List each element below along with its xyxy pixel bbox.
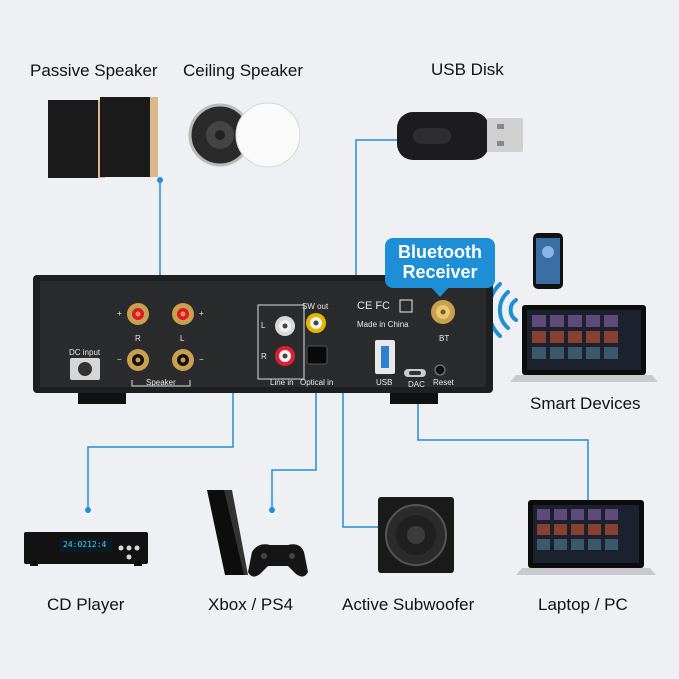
panel-made-in: Made in China — [357, 320, 409, 329]
label-cd-player: CD Player — [47, 595, 125, 614]
panel-ch-l: L — [180, 334, 185, 343]
callout-line2: Receiver — [402, 262, 478, 282]
label-usb-disk: USB Disk — [431, 60, 504, 79]
panel-plus-1: + — [117, 309, 122, 318]
phone-icon — [533, 233, 563, 289]
label-laptop: Laptop / PC — [538, 595, 628, 614]
line-console — [271, 362, 317, 510]
panel-optical-in: Optical in — [300, 378, 334, 387]
laptop-pc-icon — [516, 500, 656, 575]
panel-ch-r: R — [135, 334, 141, 343]
panel-line-r: R — [261, 352, 267, 361]
panel-line-in: Line in — [270, 378, 294, 387]
usb-disk-icon — [397, 112, 523, 160]
smart-devices-laptop-icon — [510, 305, 658, 382]
label-passive-speaker: Passive Speaker — [30, 61, 158, 80]
ceiling-speaker-icon — [188, 102, 301, 168]
panel-reset: Reset — [433, 378, 454, 387]
cd-display: 24:0212:4 — [63, 540, 107, 549]
panel-dc-input: DC input — [69, 348, 101, 357]
amplifier-panel — [33, 275, 493, 404]
panel-minus-1: − — [117, 355, 122, 364]
label-smart-devices: Smart Devices — [530, 394, 641, 413]
panel-bt: BT — [439, 334, 450, 343]
panel-sw-out: SW out — [302, 302, 329, 311]
ps4-console-icon — [207, 490, 308, 577]
label-console: Xbox / PS4 — [208, 595, 294, 614]
label-subwoofer: Active Subwoofer — [342, 595, 475, 614]
line-laptop — [417, 385, 589, 505]
bluetooth-receiver-callout: Bluetooth Receiver — [385, 238, 495, 297]
panel-speaker: Speaker — [146, 378, 176, 387]
cd-player-icon — [24, 532, 148, 566]
callout-line1: Bluetooth — [398, 242, 482, 262]
panel-dac: DAC — [408, 380, 425, 389]
label-ceiling-speaker: Ceiling Speaker — [183, 61, 304, 80]
panel-plus-2: + — [199, 309, 204, 318]
panel-line-l: L — [261, 321, 266, 330]
panel-usb: USB — [376, 378, 393, 387]
panel-certs: CE FC — [357, 300, 390, 312]
passive-speaker-icon — [48, 97, 158, 178]
subwoofer-icon — [378, 497, 454, 573]
panel-minus-2: − — [199, 355, 204, 364]
